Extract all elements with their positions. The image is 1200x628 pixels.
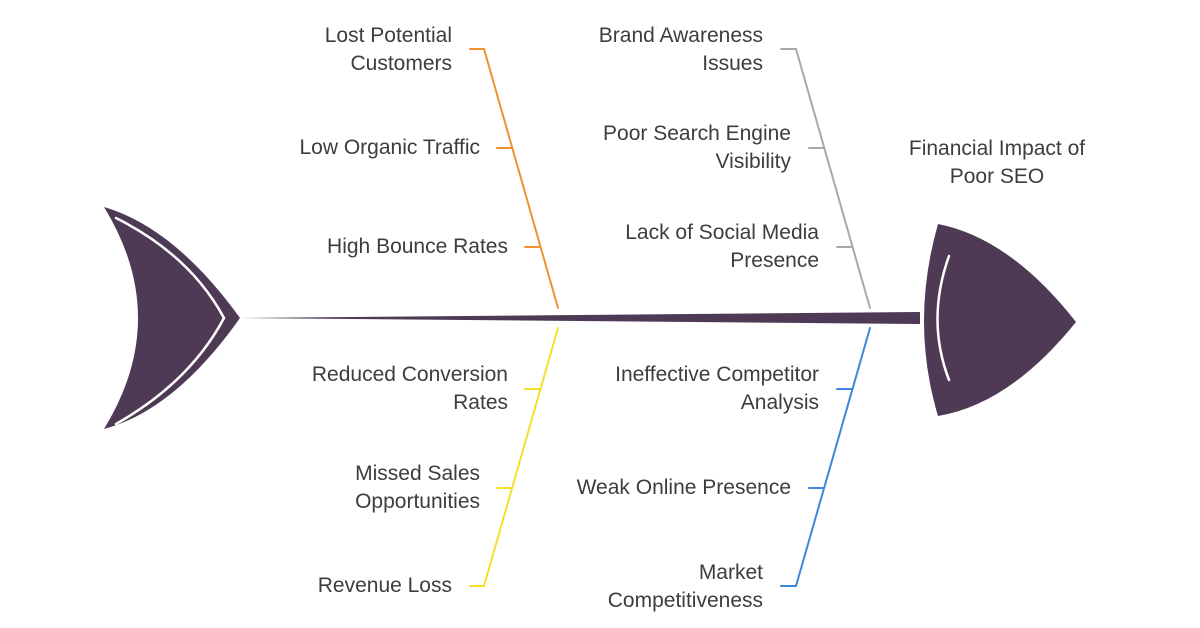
cause-label-bottom-left-1: Reduced Conversion Rates xyxy=(311,363,508,414)
fish-head xyxy=(924,224,1076,416)
cause-label-top-left-2: Low Organic Traffic xyxy=(299,136,480,159)
branch-line-top-left xyxy=(483,48,559,309)
branch-line-bottom-left xyxy=(483,327,559,587)
head-label: Financial Impact of Poor SEO xyxy=(908,137,1086,188)
fish-tail-highlight xyxy=(114,216,226,426)
cause-label-bottom-right-1: Ineffective Competitor Analysis xyxy=(615,363,819,414)
cause-label-top-left-1: Lost Potential Customers xyxy=(324,24,452,75)
branch-line-top-right xyxy=(795,48,871,309)
cause-label-top-left-3: High Bounce Rates xyxy=(327,235,508,258)
cause-label-top-right-1: Brand Awareness Issues xyxy=(598,24,763,75)
fish-tail xyxy=(104,207,240,429)
cause-label-bottom-right-3: Market Competitiveness xyxy=(607,561,763,612)
cause-label-bottom-left-3: Revenue Loss xyxy=(317,574,452,597)
branch-line-bottom-right xyxy=(795,327,871,587)
fish-head-highlight xyxy=(936,254,951,382)
cause-label-bottom-right-2: Weak Online Presence xyxy=(576,476,791,499)
fish-spine xyxy=(240,312,920,324)
cause-label-bottom-left-2: Missed Sales Opportunities xyxy=(355,462,480,513)
cause-label-top-right-3: Lack of Social Media Presence xyxy=(625,221,819,272)
cause-label-top-right-2: Poor Search Engine Visibility xyxy=(603,122,791,173)
